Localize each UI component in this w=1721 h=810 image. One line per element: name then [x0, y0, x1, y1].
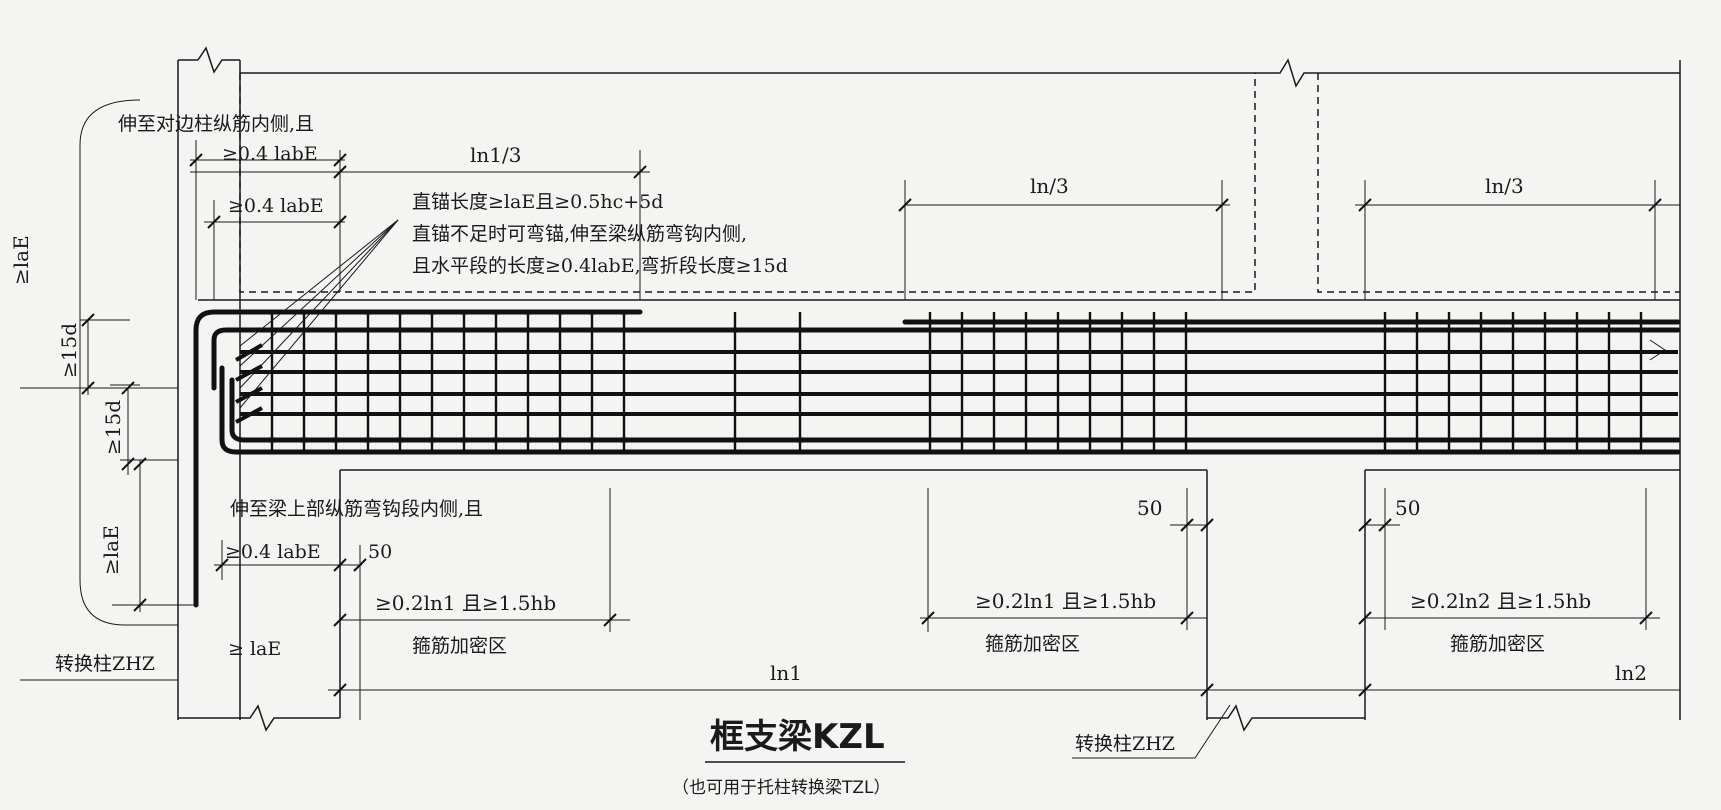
- ln-third-label-b: ln/3: [1485, 174, 1524, 198]
- note-bottom-50: 50: [368, 541, 392, 563]
- note-top-left-3: ≥0.4 labE: [228, 195, 324, 217]
- note-top-left-2: ≥0.4 labE: [222, 143, 318, 165]
- column-label-bottom: 转换柱ZHZ: [1075, 733, 1175, 755]
- note-anchor-2: 直锚不足时可弯锚,伸至梁纵筋弯钩内侧,: [412, 223, 747, 245]
- fifty-label-b: 50: [1395, 496, 1420, 520]
- note-bottom-04labE: ≥0.4 labE: [225, 541, 321, 563]
- ln2-label: ln2: [1615, 661, 1647, 685]
- d15-label-b: ≥15d: [101, 400, 125, 455]
- dim-left-verticals: ≥15d ≥15d ≥laE ≥laE: [9, 235, 196, 612]
- dense-label-1: ≥0.2ln1 且≥1.5hb: [375, 591, 556, 615]
- note-bottom: 伸至梁上部纵筋弯钩段内侧,且: [230, 498, 483, 520]
- anchor-leaders: [239, 219, 399, 409]
- ln-third-label-a: ln/3: [1030, 174, 1069, 198]
- diagram-subtitle: （也可用于托柱转换梁TZL）: [672, 778, 891, 798]
- fifty-label-a: 50: [1137, 496, 1162, 520]
- longitudinal-bars: [193, 309, 1681, 608]
- dim-ln-third-b: ln/3: [1355, 174, 1680, 300]
- upper-zone-left: [239, 73, 1256, 293]
- stirrups-left: [270, 312, 802, 452]
- dim-04labE-top: [189, 140, 347, 300]
- ln1-label: ln1: [770, 661, 802, 685]
- dim-dense-1: [333, 488, 630, 632]
- dense-label-3: ≥0.2ln2 且≥1.5hb: [1410, 589, 1591, 613]
- lae-anchor-curve: [79, 99, 178, 626]
- dim-span: ln1 ln2: [328, 661, 1680, 697]
- d15-label-a: ≥15d: [57, 323, 81, 378]
- column-middle: [1206, 470, 1366, 732]
- dim-ln-third-a: ln/3: [898, 174, 1230, 300]
- dim-dense-2: [920, 488, 1214, 632]
- stirrups-middle: [928, 312, 1188, 452]
- zone-label-2: 箍筋加密区: [985, 633, 1080, 655]
- note-anchor-3: 且水平段的长度≥0.4labE,弯折段长度≥15d: [412, 255, 788, 277]
- beam-outline: [198, 299, 1680, 471]
- diagram-title: 框支梁KZL: [710, 717, 885, 757]
- upper-zone-right: [1317, 73, 1680, 293]
- stirrups-right: [1383, 312, 1643, 452]
- ln1-third-label: ln1/3: [470, 143, 521, 167]
- zone-label-1: 箍筋加密区: [412, 635, 507, 657]
- lae-label-left: ≥laE: [9, 235, 33, 285]
- lae-label-low: ≥laE: [99, 525, 123, 575]
- zone-label-3: 箍筋加密区: [1450, 633, 1545, 655]
- note-top-left-1: 伸至对边柱纵筋内侧,且: [118, 113, 314, 135]
- dim-dense-3: [1358, 488, 1660, 630]
- note-bottom-lae: ≥ laE: [228, 638, 281, 660]
- dim-bottom-left: [214, 540, 367, 720]
- column-label-left: 转换柱ZHZ: [55, 653, 155, 675]
- note-anchor-1: 直锚长度≥laE且≥0.5hc+5d: [412, 191, 663, 213]
- dense-label-2: ≥0.2ln1 且≥1.5hb: [975, 589, 1156, 613]
